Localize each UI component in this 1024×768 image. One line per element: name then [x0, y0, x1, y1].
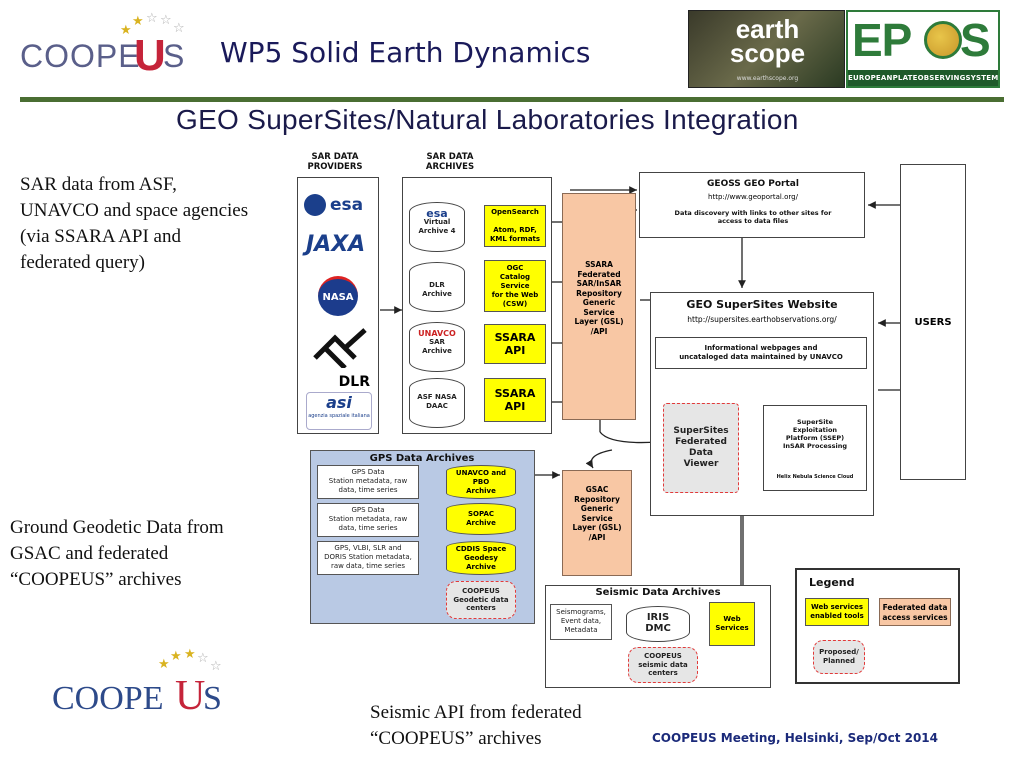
logo-u: U — [134, 31, 166, 80]
architecture-diagram: SAR DATA PROVIDERS esa JAXA NASA DLR asi… — [290, 150, 980, 695]
legend-title: Legend — [809, 576, 855, 589]
logo-s: S — [163, 38, 186, 74]
ssep-box: SuperSite Exploitation Platform (SSEP) I… — [763, 405, 867, 491]
star-icon: ☆ — [146, 11, 158, 26]
ssara-federated-gsl: SSARA Federated SAR/InSAR Repository Gen… — [562, 193, 636, 420]
dlr-symbol-icon — [313, 328, 367, 370]
globe-icon — [924, 21, 962, 59]
supersites-info: Informational webpages and uncataloged d… — [679, 344, 843, 361]
nasa-logo: NASA — [318, 276, 358, 316]
gps-item-2: GPS Data Station metadata, raw data, tim… — [317, 503, 419, 537]
geoss-description: Data discovery with links to other sites… — [674, 209, 832, 225]
esa-text: esa — [330, 195, 364, 215]
note-sar: SAR data from ASF, UNAVCO and space agen… — [20, 174, 249, 273]
logo-text: COOPE — [52, 680, 164, 717]
epos-logo: EP S EUROPEANPLATEOBSERVINGSYSTEM — [846, 10, 1000, 88]
service-opensearch: OpenSearch Atom, RDF, KML formats — [484, 205, 546, 247]
supersites-website-box: GEO SuperSites Website http://supersites… — [650, 292, 874, 516]
service-ssara-api-2: SSARA API — [484, 378, 546, 422]
geoss-portal-box: GEOSS GEO Portal http://www.geoportal.or… — [639, 172, 865, 238]
header-divider — [20, 97, 1004, 102]
supersites-info-box: Informational webpages and uncataloged d… — [655, 337, 867, 369]
sar-providers-panel: esa JAXA NASA DLR asi agenzia spaziale i… — [297, 177, 379, 434]
star-icon: ☆ — [197, 651, 209, 666]
archive-unavco-sar: UNAVCO SAR Archive — [409, 322, 465, 372]
legend-web-services: Web services enabled tools — [805, 598, 869, 626]
earthscope-url: www.earthscope.org — [736, 75, 799, 82]
legend-proposed: Proposed/ Planned — [813, 640, 865, 674]
earthscope-logo: earth scope www.earthscope.org — [688, 10, 845, 88]
asi-logo: asi agenzia spaziale italiana — [306, 392, 372, 430]
sopac-archive: SOPAC Archive — [446, 503, 516, 535]
coopeus-geodetic-centers: COOPEUS Geodetic data centers — [446, 581, 516, 619]
logo-s: S — [203, 680, 222, 717]
gps-item-3: GPS, VLBI, SLR and DORIS Station metadat… — [317, 541, 419, 575]
star-icon: ★ — [158, 657, 170, 672]
note-seismic: Seismic API from federated “COOPEUS” arc… — [370, 702, 582, 749]
users-box: USERS — [900, 164, 966, 480]
seismic-archives-panel: Seismic Data Archives Seismograms, Event… — [545, 585, 771, 688]
federated-data-viewer: SuperSites Federated Data Viewer — [663, 403, 739, 493]
archive-name: Virtual Archive 4 — [418, 218, 456, 235]
archive-asf-nasa-daac: ASF NASA DAAC — [409, 378, 465, 428]
archive-logo: esa — [426, 207, 448, 220]
page-title: WP5 Solid Earth Dynamics — [220, 36, 591, 69]
service-ogc-csw: OGC Catalog Service for the Web (CSW) — [484, 260, 546, 312]
earthscope-text: earth scope — [729, 14, 806, 68]
iris-dmc: IRIS DMC — [626, 606, 690, 642]
star-icon: ☆ — [210, 659, 222, 674]
note-gps: Ground Geodetic Data from GSAC and feder… — [10, 517, 224, 590]
coopeus-logo-top: ★ ★ ☆ ☆ ☆ COOPE U S — [20, 10, 200, 80]
page-subtitle: GEO SuperSites/Natural Laboratories Inte… — [176, 104, 799, 135]
star-icon: ★ — [132, 14, 144, 29]
archive-virtual-4: esa Virtual Archive 4 — [409, 202, 465, 252]
jaxa-logo: JAXA — [306, 232, 366, 257]
esa-globe-icon — [304, 194, 326, 216]
gps-title: GPS Data Archives — [369, 453, 475, 464]
epos-text: EP — [852, 14, 912, 66]
star-icon: ★ — [184, 647, 196, 662]
geoss-title: GEOSS GEO Portal — [707, 179, 799, 189]
sar-providers-title: SAR DATA PROVIDERS — [307, 152, 363, 172]
geoss-url: http://www.geoportal.org/ — [708, 193, 798, 201]
supersites-title: GEO SuperSites Website — [686, 298, 838, 311]
helix-text: Helix Nebula Science Cloud — [776, 474, 854, 480]
star-icon: ★ — [170, 649, 182, 664]
cddis-archive: CDDIS Space Geodesy Archive — [446, 541, 516, 575]
supersites-url: http://supersites.earthobservations.org/ — [687, 315, 837, 324]
logo-text: COOPE — [20, 38, 141, 74]
gps-item-1: GPS Data Station metadata, raw data, tim… — [317, 465, 419, 499]
star-icon: ★ — [120, 23, 132, 38]
dlr-text: DLR — [338, 374, 370, 390]
star-icon: ☆ — [173, 21, 185, 36]
archive-logo: UNAVCO — [418, 329, 456, 338]
seismic-title: Seismic Data Archives — [595, 587, 721, 598]
footer-text: COOPEUS Meeting, Helsinki, Sep/Oct 2014 — [652, 731, 939, 745]
sar-archives-title: SAR DATA ARCHIVES — [425, 152, 475, 172]
asi-text: agenzia spaziale italiana — [308, 413, 370, 419]
legend-box: Legend Web services enabled tools Federa… — [795, 568, 960, 684]
seismic-web-services: Web Services — [709, 602, 755, 646]
coopeus-logo-bottom: ★ ★ ★ ☆ ☆ COOPE U S — [50, 648, 240, 720]
star-icon: ☆ — [160, 13, 172, 28]
unavco-pbo-archive: UNAVCO and PBO Archive — [446, 465, 516, 499]
archive-dlr: DLR Archive — [409, 262, 465, 312]
service-ssara-api-1: SSARA API — [484, 324, 546, 364]
gsac-gsl: GSAC Repository Generic Service Layer (G… — [562, 470, 632, 576]
gps-archives-panel: GPS Data Archives GPS Data Station metad… — [310, 450, 535, 624]
seismic-desc: Seismograms, Event data, Metadata — [550, 604, 612, 640]
epos-full-name: EUROPEANPLATEOBSERVINGSYSTEM — [848, 70, 998, 86]
coopeus-seismic-centers: COOPEUS seismic data centers — [628, 647, 698, 683]
esa-logo: esa — [304, 194, 374, 216]
epos-text-s: S — [960, 14, 991, 66]
legend-federated: Federated data access services — [879, 598, 951, 626]
dlr-logo: DLR — [310, 328, 370, 390]
logo-u: U — [175, 673, 206, 719]
archive-name: SAR Archive — [422, 338, 452, 355]
ssep-text: SuperSite Exploitation Platform (SSEP) I… — [783, 418, 847, 450]
